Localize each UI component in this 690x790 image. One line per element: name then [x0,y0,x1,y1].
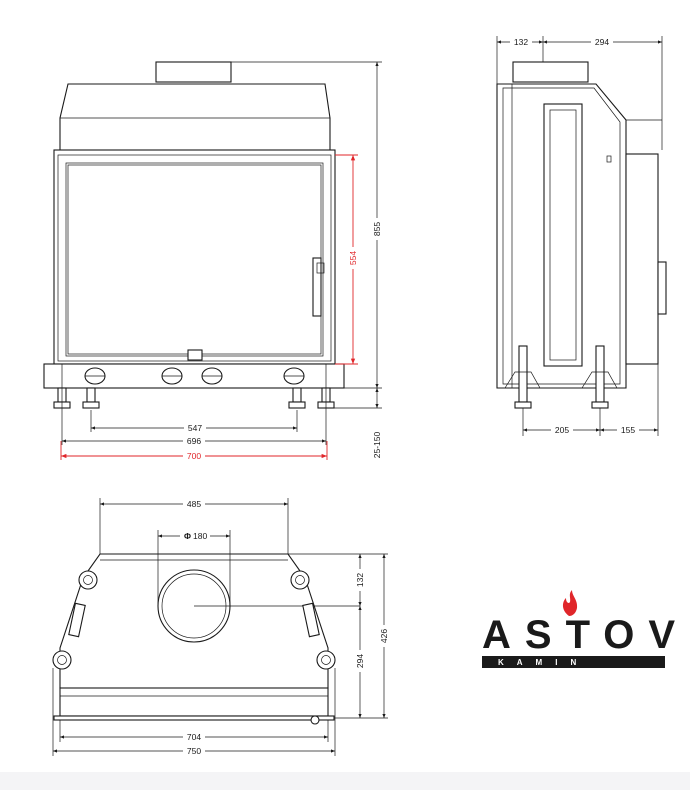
footer-band [0,772,690,790]
side-view: 132 294 205 155 [496,36,667,436]
dim-top-750-label: 750 [187,746,201,756]
front-feet [53,387,335,409]
top-front-rail [59,687,329,717]
side-flue-collar [512,61,589,83]
dim-top-485-label: 485 [187,499,201,509]
front-flue-collar [155,61,232,83]
top-fixings [52,570,336,670]
dim-554-label: 554 [348,251,358,265]
dim-855-label: 855 [372,222,382,236]
dim-top-132-label: 132 [355,573,365,587]
logo-sub: KAMIN [498,658,589,667]
dim-top-294-label: 294 [355,654,365,668]
dim-side-132-label: 132 [514,37,528,47]
dim-700-label: 700 [187,451,201,461]
side-feet [504,345,618,409]
dim-side-294-label: 294 [595,37,609,47]
dim-696-label: 696 [187,436,201,446]
front-hood [59,83,331,151]
dim-top-426-label: 426 [379,629,389,643]
front-view: 547 696 700 554 855 25-150 [43,61,382,461]
dim-top-180-label: 180 [193,531,207,541]
air-intakes [84,367,305,385]
side-rear-box [625,153,659,365]
flame-icon [562,590,578,616]
dim-top-704-label: 704 [187,732,201,742]
logo-brand: ASTOV [482,613,689,657]
door-latch [187,349,203,361]
dim-side-205-label: 205 [555,425,569,435]
logo-band [482,656,665,668]
front-door-frame [53,149,336,365]
astov-logo: ASTOV KAMIN [482,590,689,668]
dim-547-label: 547 [188,423,202,433]
dim-side-155-label: 155 [621,425,635,435]
top-view: 485 Φ 180 132 294 426 704 750 [52,498,389,756]
door-handle [312,257,322,317]
dim-top-180-symbol: Φ [184,531,191,541]
dim-feet-label: 25-150 [372,431,382,458]
